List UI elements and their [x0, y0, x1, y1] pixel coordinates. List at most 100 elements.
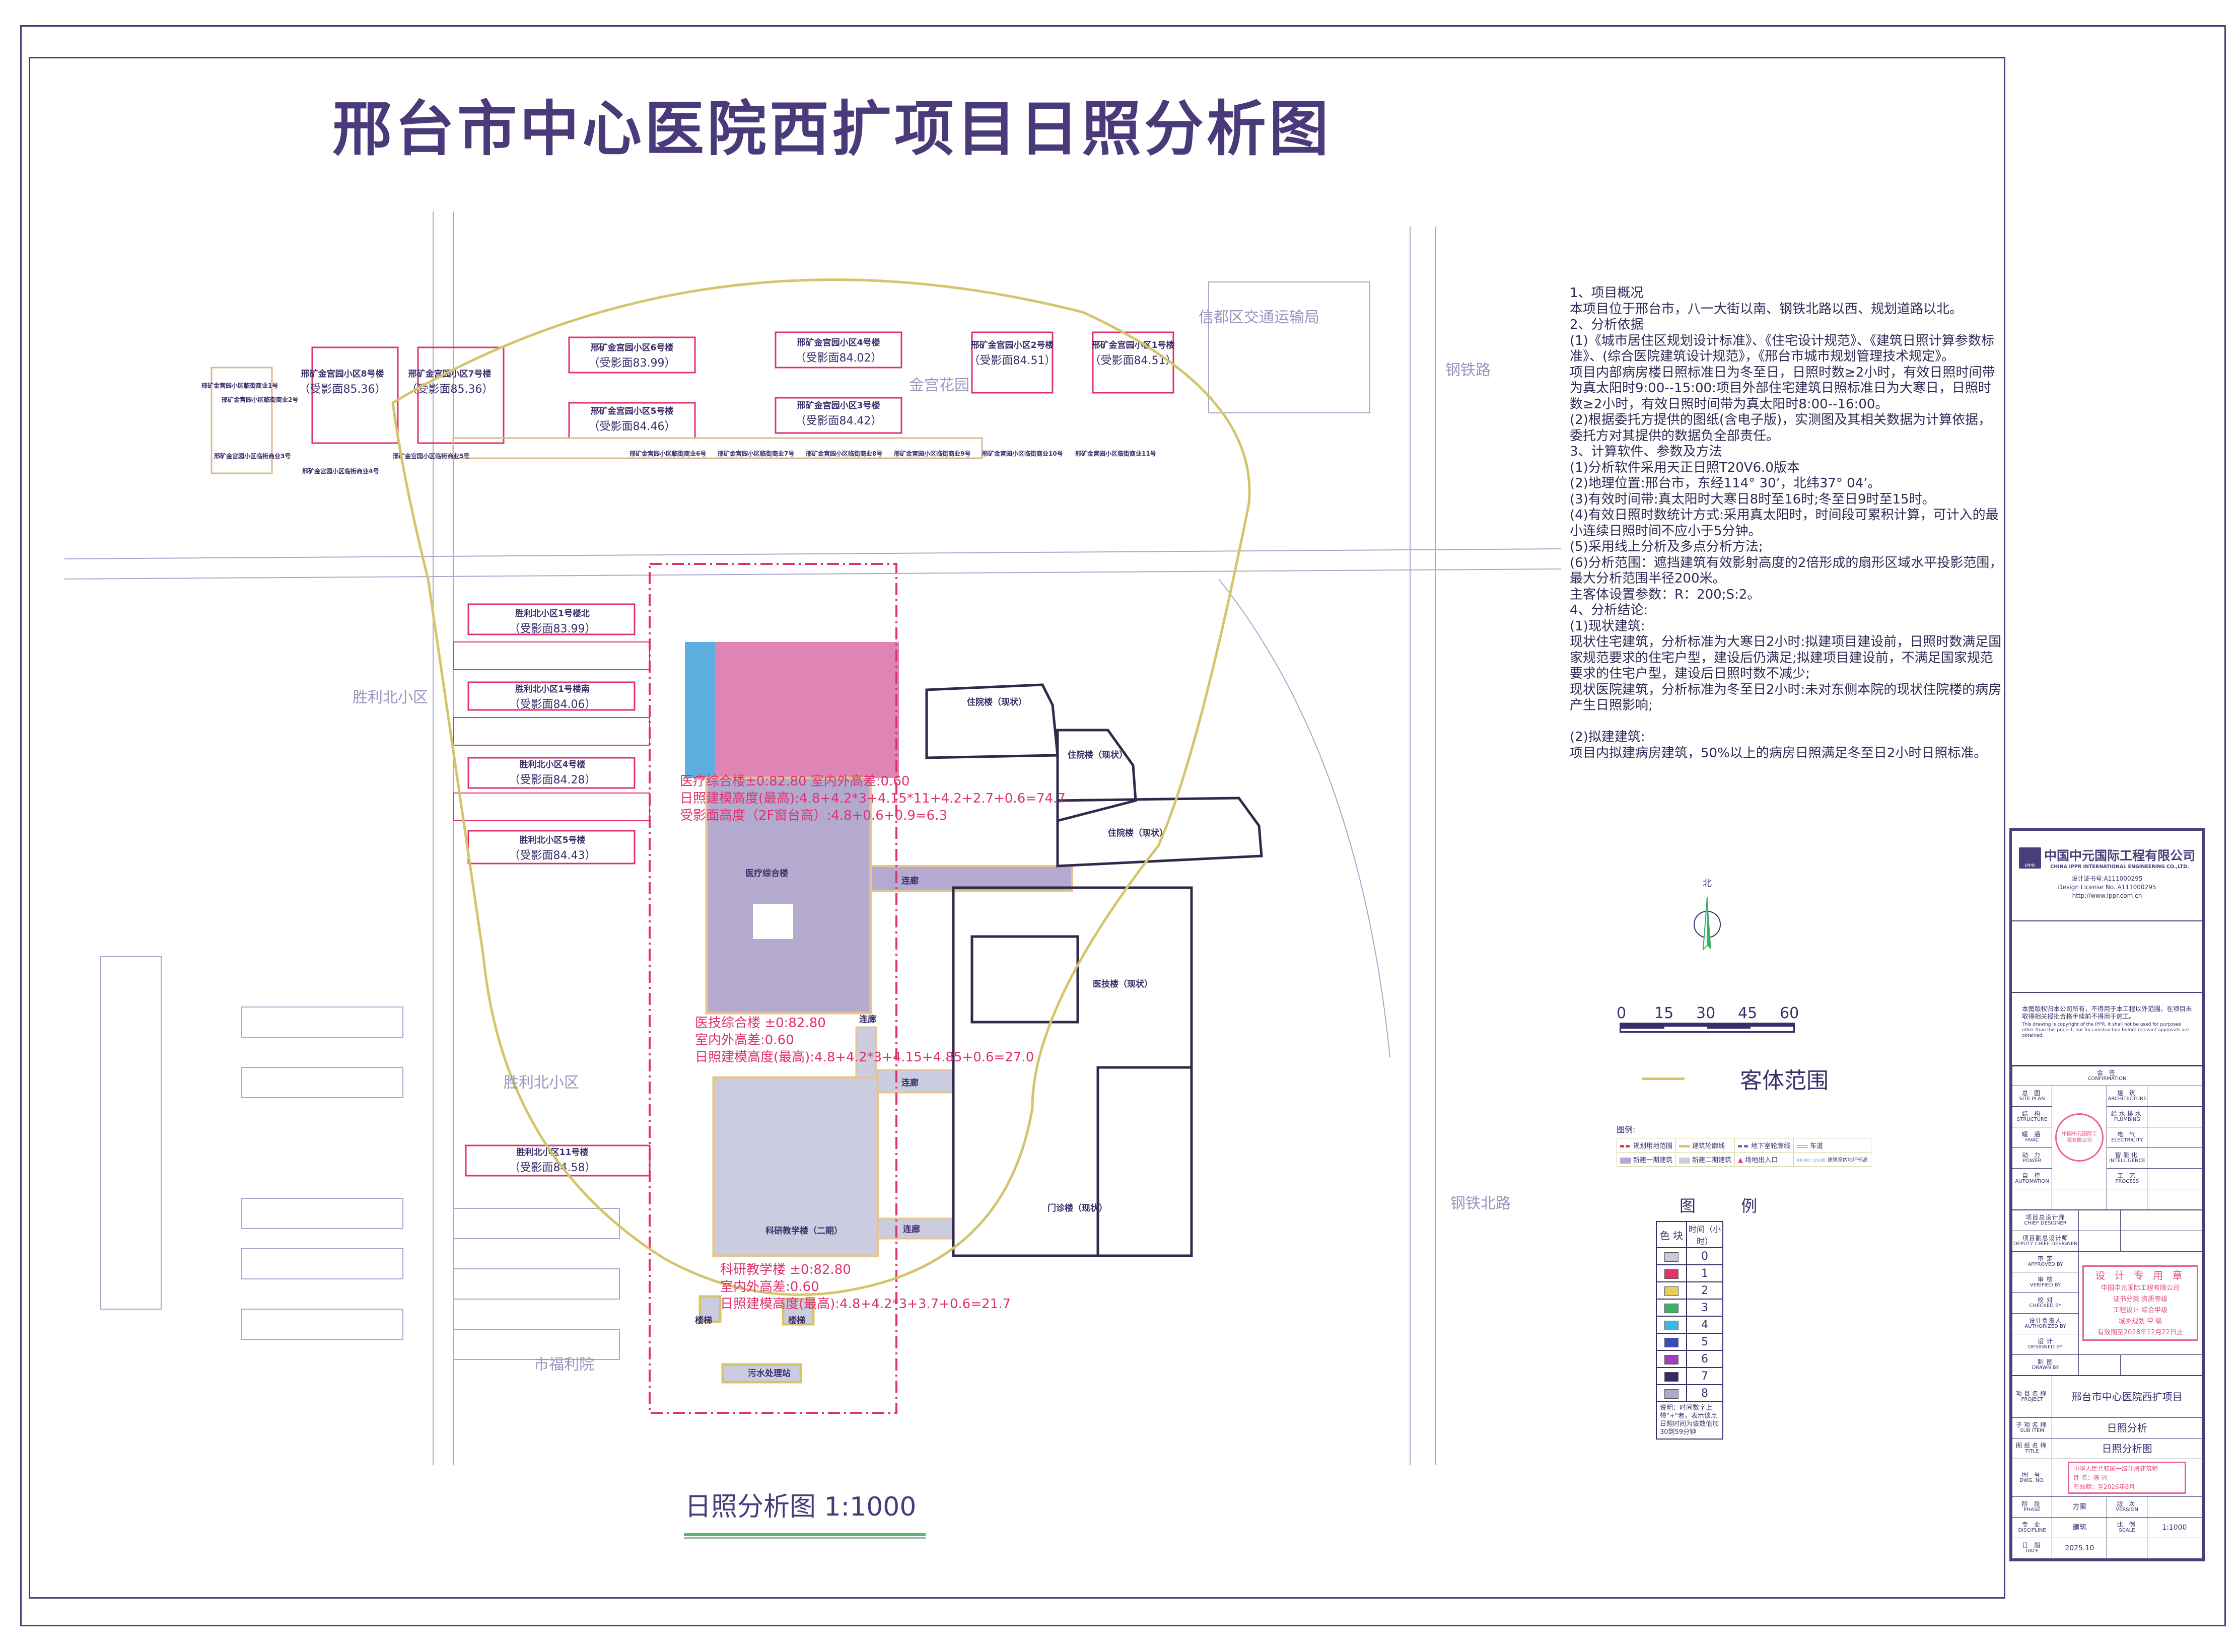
color-swatch	[1664, 1269, 1678, 1279]
color-swatch	[1664, 1338, 1678, 1347]
design-seal-stamp: 设 计 专 用 章中国中元国际工程有限公司证书分类 资质等级工程设计 综合甲级城…	[2082, 1265, 2198, 1341]
shadow-face-label: （受影面84.51）	[969, 354, 1056, 367]
scale-bar: 0 15 30 45 60	[1617, 1004, 1799, 1033]
company-name-en: CHINA IPPR INTERNATIONAL ENGINEERING CO.…	[2050, 864, 2189, 870]
note-line: 项目内部病房楼日照标准日为冬至日，日照时数≥2小时，有效日照时间带为真太阳时9:…	[1570, 365, 1995, 412]
note-line: (2)地理位置:邢台市，东经114° 30’，北纬37° 04’。	[1570, 476, 1881, 491]
building-outline	[417, 346, 505, 444]
sunlight-grid-area	[685, 642, 715, 778]
license-cn: 设计证书号:A111000295	[2071, 875, 2143, 882]
object-range-legend: 客体范围	[1642, 1062, 1829, 1095]
legend-hours: 4	[1686, 1316, 1723, 1334]
sub-item-name: 日照分析	[2052, 1417, 2202, 1439]
legend-hours: 6	[1686, 1350, 1723, 1368]
building-label: 医疗综合楼	[745, 868, 788, 879]
building-part	[1096, 1066, 1193, 1257]
company-logo-icon: IPPR	[2018, 847, 2041, 869]
license-en: Design License No. A111000295	[2058, 884, 2156, 891]
note-line: 4、分析结论:	[1570, 603, 1648, 618]
legend-row: 3	[1656, 1299, 1723, 1317]
existing-building-label: 住院楼（现状）	[967, 697, 1027, 707]
place-name: 金宫花园	[909, 377, 969, 394]
note-line	[1570, 714, 2003, 730]
map-legend: 图例: 规划用地范围 建筑轮廓线 地下室轮廓线 车道 新建一期建筑 新建二期建筑…	[1616, 1123, 1871, 1167]
page-title: 邢台市中心医院西扩项目日照分析图	[332, 94, 1332, 164]
drawing-caption: 日照分析图 1:1000	[685, 1492, 917, 1522]
legend-hours: 8	[1686, 1384, 1723, 1402]
legend-header: 色 块	[1656, 1221, 1687, 1248]
object-range-boundary	[391, 278, 1251, 1296]
commercial-label: 邢矿金宫园小区临街商业5号	[393, 452, 469, 460]
note-line: 1、项目概况	[1570, 285, 1644, 301]
object-range-label: 客体范围	[1740, 1068, 1829, 1094]
analysis-notes: 1、项目概况本项目位于邢台市，八一大街以南、钢铁北路以西、规划道路以北。2、分析…	[1570, 285, 2003, 761]
road-edge	[64, 548, 1562, 559]
architect-seal-stamp: 中华人民共和国一级注册建筑师 姓 名：陈 兴 有效期：至2026年8月	[2068, 1462, 2186, 1494]
building-label: 邢矿金宫园小区1号楼	[1092, 340, 1175, 350]
annotation: 日照建模高度(最高):4.8+4.2*3+4.15+4.85+0.6=27.0	[695, 1050, 1034, 1065]
note-line: 3、计算软件、参数及方法	[1570, 444, 1722, 459]
color-swatch	[1664, 1286, 1678, 1296]
signature-cell	[2120, 1354, 2203, 1376]
building-label: 邢矿金宫园小区4号楼	[797, 337, 880, 348]
sports-field	[100, 956, 162, 1310]
building-part	[970, 935, 1079, 1024]
shadow-face-label: （受影面84.42）	[795, 415, 882, 427]
annotation: 受影面高度（2F窗台高）:4.8+0.6+0.9=6.3	[680, 808, 947, 823]
legend-hours: 5	[1686, 1333, 1723, 1351]
existing-inpatient-building	[1056, 797, 1263, 868]
annotation: 日照建模高度(最高):4.8+4.2*3+3.7+0.6=21.7	[720, 1297, 1011, 1312]
signature-cell	[2147, 1168, 2202, 1189]
copyright-en: This drawing is copyright of the IPPR. I…	[2022, 1022, 2189, 1038]
legend-row: 5	[1656, 1333, 1723, 1351]
commercial-label: 邢矿金宫园小区临街商业11号	[1075, 450, 1156, 457]
existing-building-label: 住院楼（现状）	[1068, 750, 1128, 760]
building-outline	[465, 1144, 651, 1177]
drawing-outer-border	[20, 25, 2226, 1626]
note-line: (6)分析范围：遮挡建筑有效影射高度的2倍形成的扇形区域水平投影范围，最大分析范…	[1570, 555, 2003, 587]
note-line: (5)采用线上分析及多点分析方法;	[1570, 539, 1763, 554]
building-label: 胜利北小区1号楼南	[515, 684, 590, 694]
corridor	[855, 1026, 877, 1079]
west-houses	[241, 1007, 620, 1360]
legend-item: 新建二期建筑	[1675, 1152, 1735, 1167]
note-line: (3)有效时间带:真太阳时大寒日8时至16时;冬至日9时至15时。	[1570, 491, 1935, 507]
annotation: 室内外高差:0.60	[695, 1033, 794, 1048]
note-line: (1)《城市居住区规划设计标准》、《住宅设计规范》、《建筑日照计算参数标准》、(…	[1570, 333, 1994, 365]
elevation-icon: XX.XX / ±0.00	[1797, 1158, 1826, 1163]
building-outline	[568, 336, 696, 374]
commercial-label: 邢矿金宫园小区临街商业4号	[302, 467, 379, 475]
building-outline	[453, 641, 650, 670]
legend-header: 时间（小时）	[1686, 1221, 1723, 1248]
road-curve	[1218, 579, 1390, 1058]
legend-row: 0	[1656, 1247, 1723, 1265]
legend-hours: 1	[1686, 1264, 1723, 1282]
building-outline	[467, 681, 636, 711]
place-name: 市福利院	[534, 1356, 594, 1374]
corridor-label: 连廊	[901, 1078, 919, 1088]
annotation: 日照建模高度(最高):4.8+4.2*3+4.15*11+4.2+2.7+0.6…	[680, 791, 1066, 806]
title-block: IPPR 中国中元国际工程有限公司 CHINA IPPR INTERNATION…	[2009, 828, 2205, 1561]
existing-medtech-building	[952, 886, 1193, 1257]
legend-hours: 7	[1686, 1367, 1723, 1385]
company-name-cn: 中国中元国际工程有限公司	[2044, 848, 2195, 863]
version-value	[2146, 1496, 2203, 1518]
stair-building	[782, 1298, 815, 1326]
place-name: 胜利北小区	[504, 1074, 579, 1092]
company-url: http://www.ippr.com.cn	[2072, 892, 2142, 899]
commercial-label: 邢矿金宫园小区临街商业10号	[982, 450, 1063, 457]
caption-underline	[684, 1533, 926, 1537]
commercial-outline	[211, 367, 273, 474]
